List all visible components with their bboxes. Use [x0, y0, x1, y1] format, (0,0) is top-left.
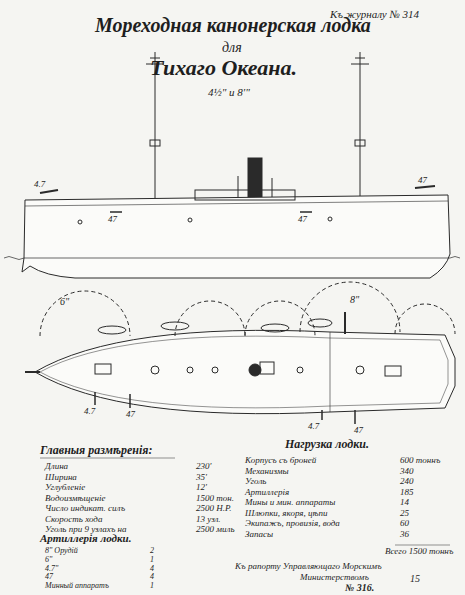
table-cell: 230' [196, 462, 211, 472]
table-cell: Механизмы [245, 467, 289, 477]
table-cell: 1500 тон. [196, 494, 234, 504]
title-line: для [222, 40, 242, 55]
table-cell: 8" Орудій [45, 547, 78, 556]
note: № 316. [345, 582, 374, 593]
table-cell: 25 [400, 509, 409, 519]
table-cell: 4 [150, 573, 154, 582]
table-cell: 2 [150, 547, 154, 556]
note: Къ рапорту Управляющаго Морскимъ [235, 562, 382, 572]
callout-number: 47 [126, 410, 135, 420]
gun-note: 4½" и 8'" [208, 86, 250, 98]
table-cell: 185 [400, 488, 414, 498]
callout-number: 6" [60, 296, 69, 307]
title: Мореходная канонерская лодка [95, 14, 371, 36]
table-cell: Ширина [45, 473, 77, 483]
table-heading: Артиллерія лодки. [40, 532, 131, 544]
table-cell: 4 [150, 565, 154, 574]
table-cell: 60 [400, 519, 409, 529]
table-cell: Число индикат. силъ [45, 504, 125, 514]
table-cell: Водоизмѣщеніе [45, 494, 105, 504]
callout-number: 47 [108, 215, 117, 225]
callout-number: 47 [354, 426, 363, 436]
table-cell: Всего 1500 тоннъ [385, 547, 453, 557]
elevation-view [4, 52, 460, 278]
table-cell: Запасы [245, 530, 273, 540]
table-cell: 14 [400, 498, 409, 508]
table-cell: 340 [400, 467, 414, 477]
table-cell: Уголь [245, 477, 266, 487]
table-heading: Главныя размѣренія: [40, 444, 152, 457]
table-heading: Нагрузка лодки. [285, 438, 369, 451]
table-cell: 2500 H.P. [196, 504, 232, 514]
table-cell: Скорость хода [45, 515, 102, 525]
table-cell: 12' [196, 483, 207, 493]
callout-number: 8" [350, 294, 359, 305]
table-cell: 4.7" [45, 565, 58, 574]
note: Министерствомъ [300, 573, 369, 583]
table-cell: 47 [45, 573, 53, 582]
table-cell: Корпусъ съ броней [245, 456, 316, 466]
plan-view [25, 282, 455, 424]
table-cell: 240 [400, 477, 414, 487]
table-cell: Шлюпки, якоря, цѣпи [245, 509, 328, 519]
table-cell: 13 узл. [196, 515, 221, 525]
note: 15 [410, 573, 420, 584]
table-cell: Экипажъ, провизія, вода [245, 519, 340, 529]
callout-number: 4.7 [84, 407, 95, 417]
note: Къ журналу № 314 [330, 8, 419, 20]
callout-number: 47 [418, 176, 427, 186]
table-cell: 1 [150, 582, 154, 591]
table-cell: 35' [196, 473, 207, 483]
table-cell: 6" [45, 556, 52, 565]
callout-number: 4.7 [34, 180, 45, 190]
table-cell: 36 [400, 530, 409, 540]
table-cell: 2500 миль [196, 525, 235, 535]
callout-number: 47 [298, 215, 307, 225]
table-cell: 600 тоннъ [400, 456, 440, 466]
table-cell: Артиллерія [245, 488, 289, 498]
callout-number: 4.7 [308, 422, 319, 432]
title-line: Тихаго Океана. [150, 56, 297, 80]
table-cell: Длина [45, 462, 68, 472]
table-cell: 1 [150, 556, 154, 565]
table-cell: Минный аппаратъ [45, 582, 109, 591]
table-cell: Мины и мин. аппараты [245, 498, 335, 508]
table-cell: Углубленіе [45, 483, 85, 493]
